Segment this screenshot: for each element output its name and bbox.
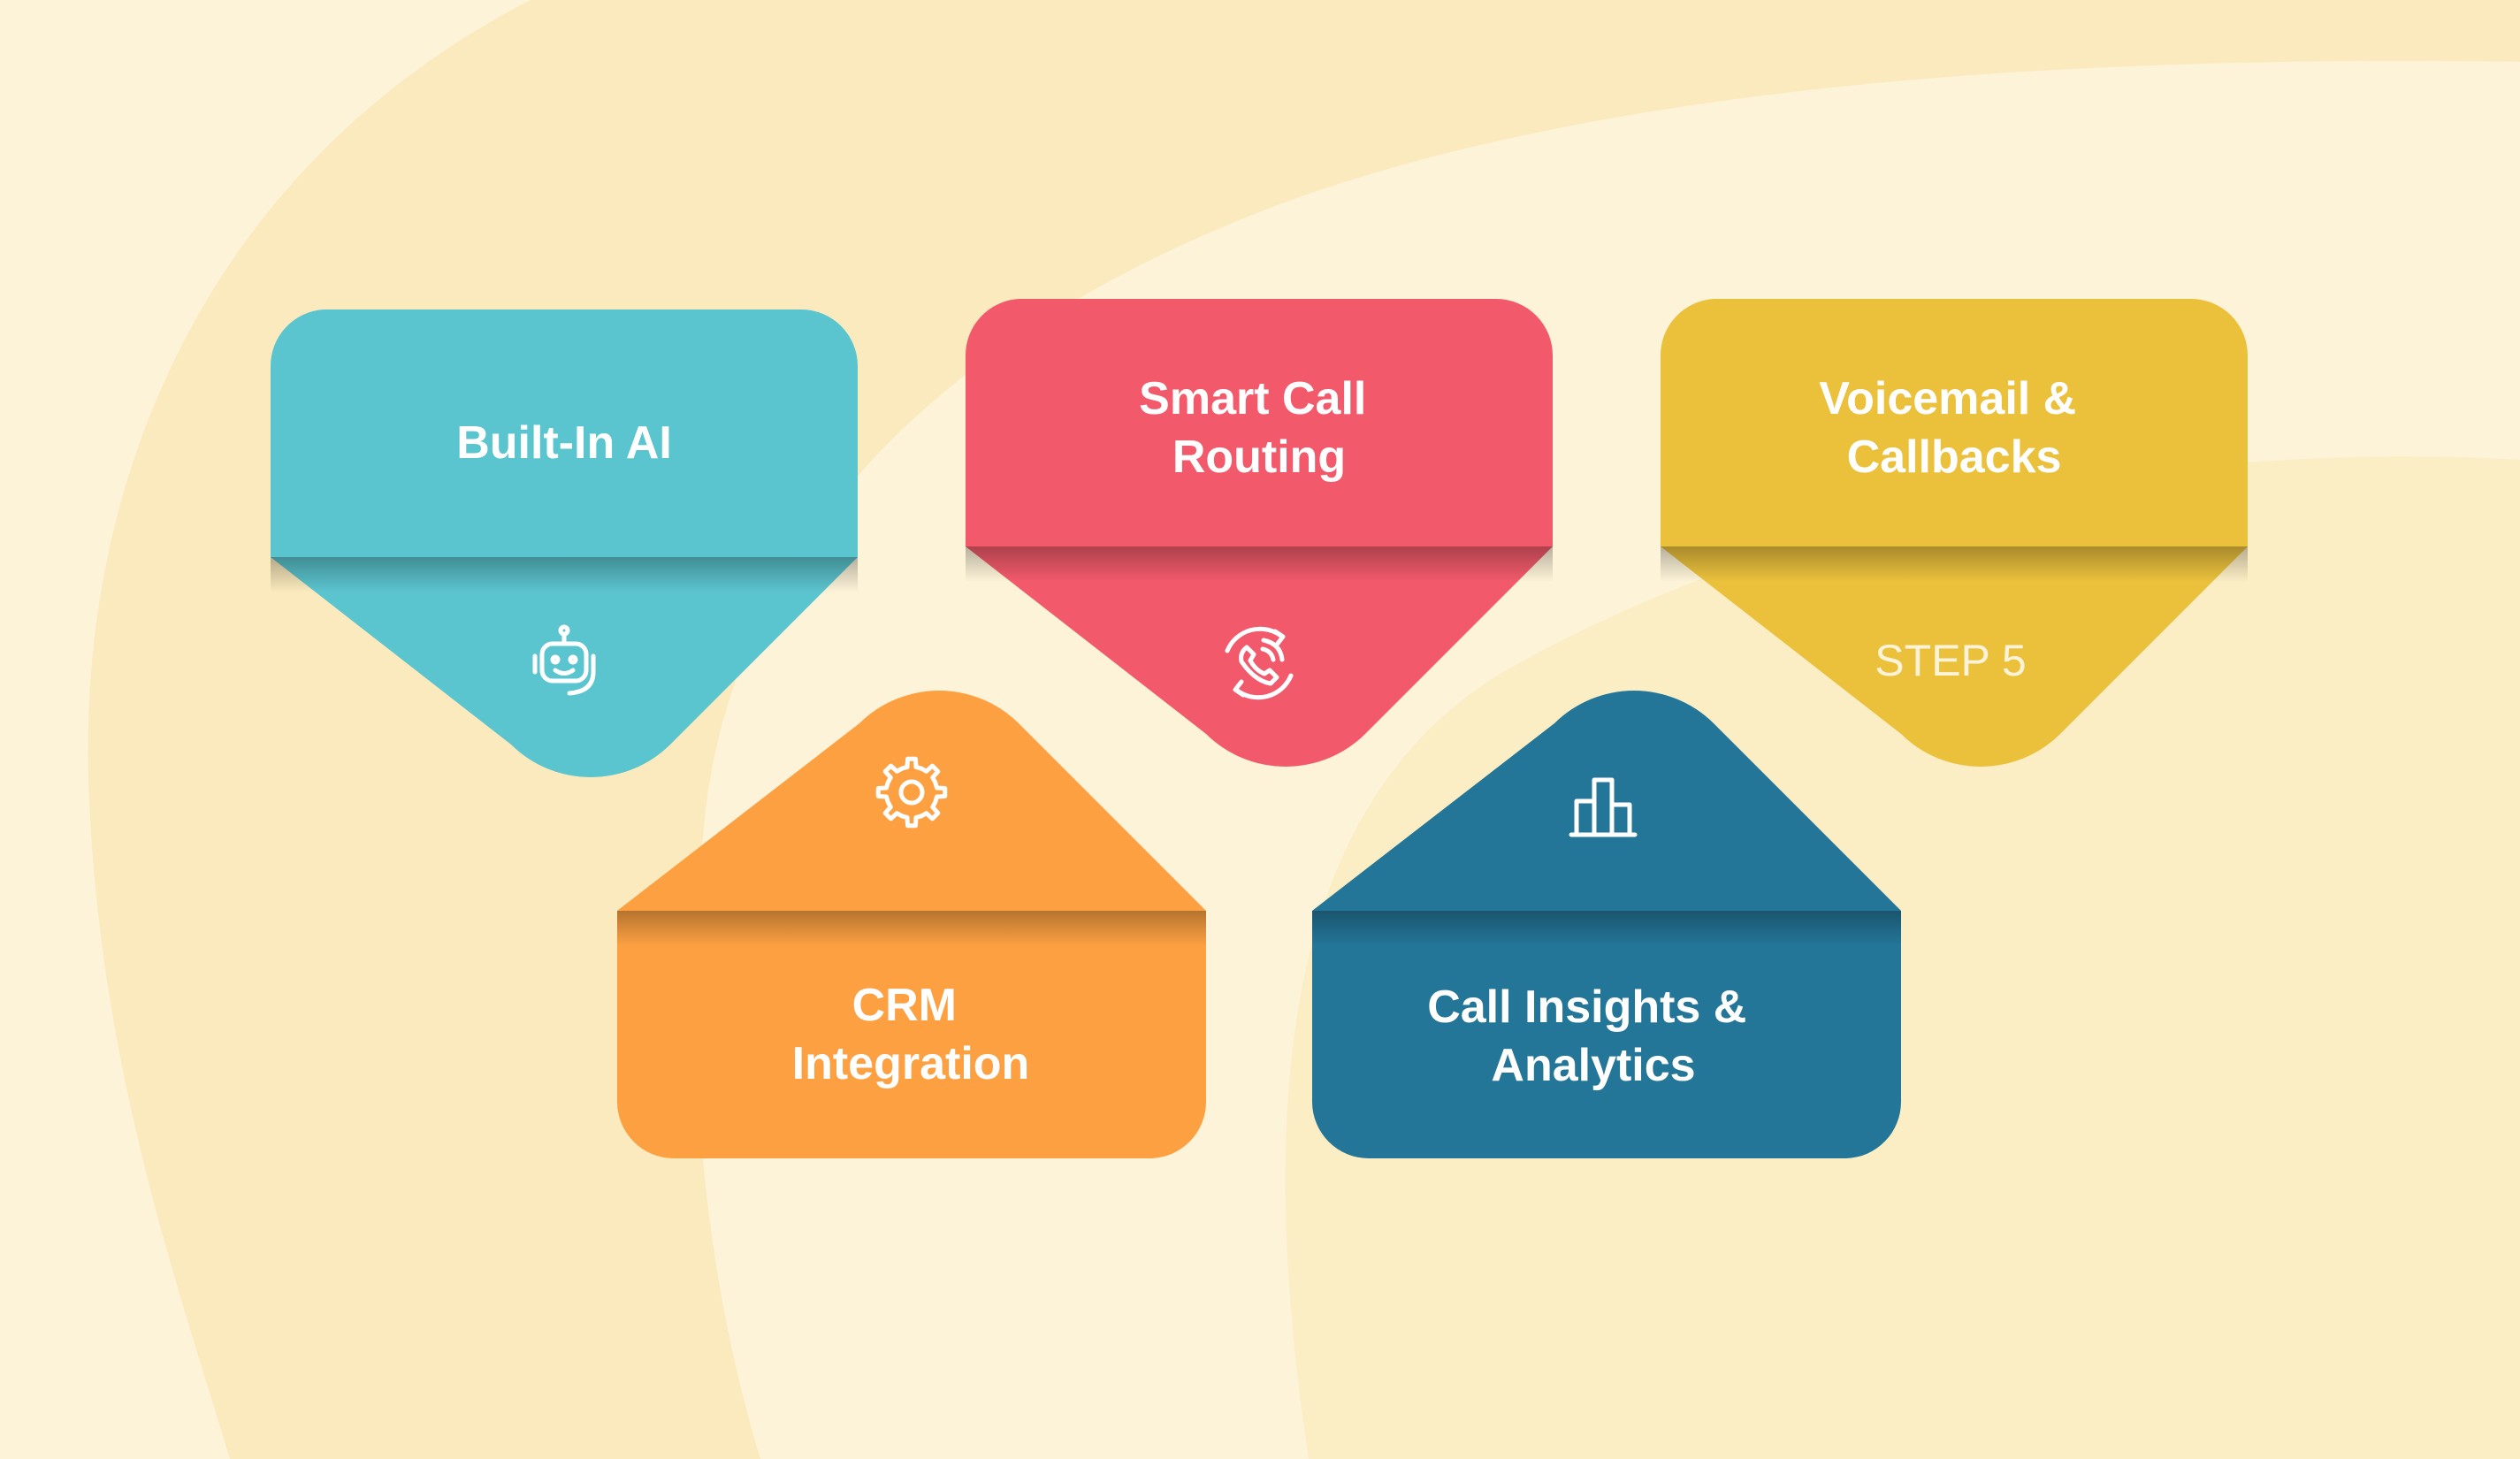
fold-shadow [617, 911, 1206, 946]
gear-icon [875, 756, 948, 829]
card-title: Built-In AI [456, 417, 672, 469]
phone-refresh-icon [1225, 626, 1294, 700]
card-shape [965, 299, 1553, 767]
card-title-line: Routing [1172, 432, 1346, 483]
card-title-line: Voicemail & [1819, 373, 2076, 424]
card-title-line: Smart Call [1139, 373, 1366, 424]
card-title: Voicemail & Callbacks [1819, 373, 2089, 483]
card-shape [270, 309, 859, 777]
fold-shadow [271, 557, 858, 592]
bar-chart-icon [1569, 777, 1638, 837]
card-title-line: CRM [852, 980, 957, 1031]
card-voicemail-callbacks: Voicemail & Callbacks STEP 5 [1660, 299, 2248, 767]
step-label: STEP 5 [1875, 636, 2026, 685]
card-shape [1660, 299, 2248, 767]
card-title-line: Callbacks [1847, 432, 2062, 483]
card-call-insights-analytics: Call Insights & Analytics [1312, 691, 1901, 1158]
fold-shadow [1312, 911, 1901, 946]
card-title: CRM Integration [792, 980, 1030, 1089]
card-smart-call-routing: Smart Call Routing [965, 299, 1553, 767]
card-title-line: Integration [792, 1038, 1030, 1089]
robot-headset-icon [532, 624, 596, 696]
card-title: Call Insights & Analytics [1427, 982, 1760, 1091]
fold-shadow [1661, 546, 2248, 582]
card-title-line: Analytics [1491, 1040, 1695, 1091]
card-title-line: Built-In AI [456, 417, 672, 469]
card-built-in-ai: Built-In AI [270, 309, 859, 777]
card-title-line: Call Insights & [1427, 982, 1746, 1033]
fold-shadow [966, 546, 1553, 582]
card-crm-integration: CRM Integration [617, 691, 1206, 1158]
card-title: Smart Call Routing [1139, 373, 1379, 483]
